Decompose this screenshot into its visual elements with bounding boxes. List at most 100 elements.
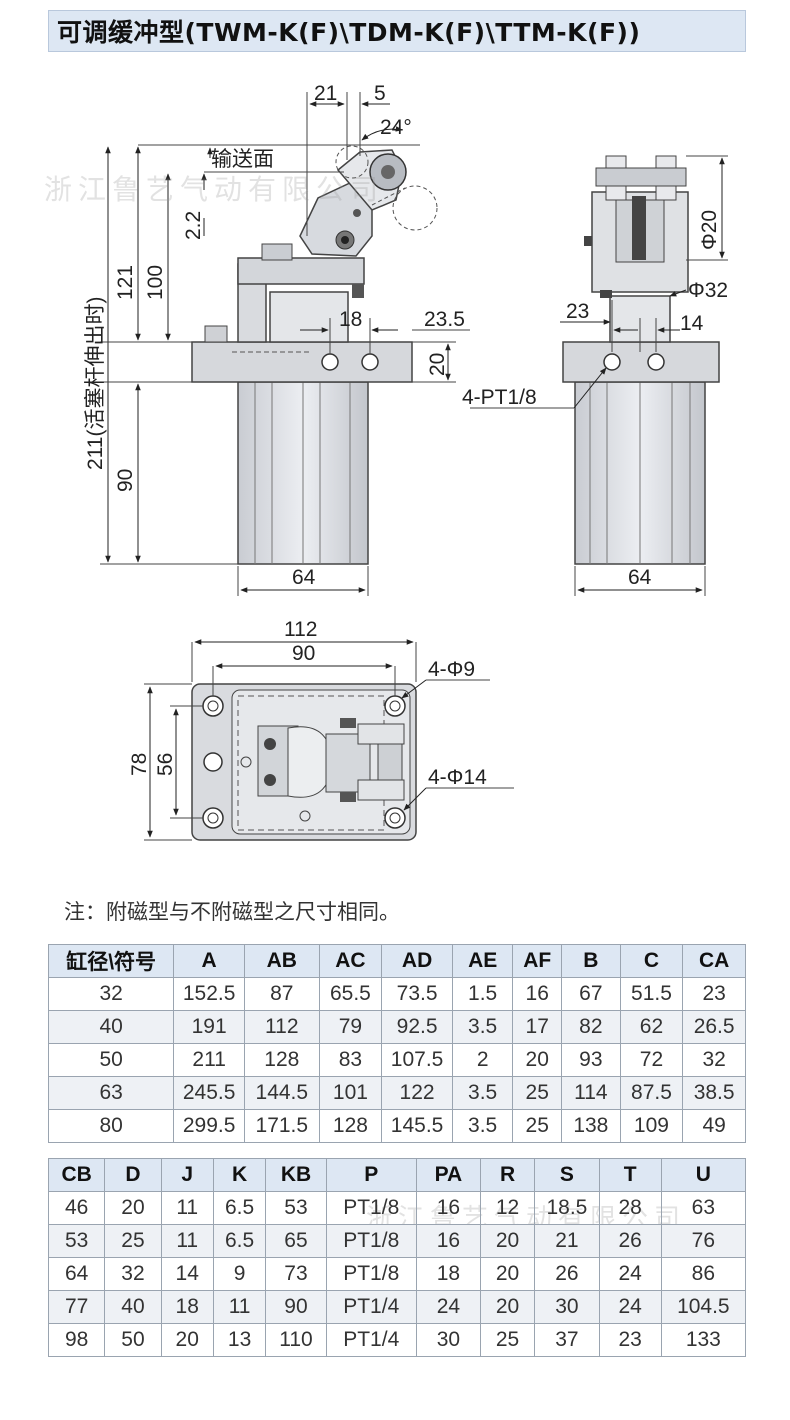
- table-cell: 3.5: [451, 1010, 514, 1044]
- table-cell: 14: [160, 1257, 214, 1291]
- column-header: PA: [415, 1158, 481, 1192]
- table-cell: 65.5: [318, 977, 383, 1011]
- dim-64-side: 64: [628, 566, 652, 589]
- table-cell: 53: [265, 1191, 327, 1225]
- dim-14: 14: [680, 312, 704, 335]
- table-cell: 26.5: [682, 1010, 746, 1044]
- table-cell: 93: [561, 1043, 621, 1077]
- table-cell: 67: [561, 977, 621, 1011]
- table-cell: 50: [47, 1043, 175, 1077]
- table-cell: 191: [173, 1010, 245, 1044]
- table-cell: 24: [598, 1290, 662, 1324]
- dim-23-5: 23.5: [424, 308, 465, 331]
- column-header: J: [160, 1158, 214, 1192]
- table-cell: 18: [415, 1257, 481, 1291]
- dim-121: 121: [114, 265, 137, 300]
- table-cell: 73: [265, 1257, 327, 1291]
- column-header: R: [479, 1158, 536, 1192]
- column-header: CA: [682, 944, 746, 978]
- table-cell: 16: [415, 1191, 481, 1225]
- table-cell: 11: [160, 1224, 214, 1258]
- table-cell: 1.5: [451, 977, 514, 1011]
- table-cell: 62: [619, 1010, 684, 1044]
- table-cell: 20: [512, 1043, 563, 1077]
- column-header: K: [212, 1158, 267, 1192]
- table-cell: 18: [160, 1290, 214, 1324]
- table-cell: 20: [479, 1257, 536, 1291]
- column-header: CB: [47, 1158, 106, 1192]
- table-cell: 25: [479, 1323, 536, 1357]
- dim-23: 23: [566, 300, 589, 323]
- table-cell: PT1/8: [325, 1224, 417, 1258]
- table-cell: 32: [47, 977, 175, 1011]
- column-header: P: [325, 1158, 417, 1192]
- dim-5: 5: [374, 82, 386, 105]
- table-cell: 128: [243, 1043, 320, 1077]
- table-cell: 25: [104, 1224, 162, 1258]
- table-cell: 65: [265, 1224, 327, 1258]
- table-cell: 112: [243, 1010, 320, 1044]
- table-cell: 86: [660, 1257, 747, 1291]
- table-cell: 104.5: [660, 1290, 747, 1324]
- table-cell: 11: [212, 1290, 267, 1324]
- table-cell: PT1/8: [325, 1191, 417, 1225]
- table-cell: 2: [451, 1043, 514, 1077]
- table-cell: 114: [561, 1076, 621, 1110]
- column-header: AD: [381, 944, 453, 978]
- table-cell: 20: [104, 1191, 162, 1225]
- column-header: AB: [243, 944, 320, 978]
- column-header: D: [104, 1158, 162, 1192]
- front-view: 21 5 24° 输送面 2.2 211(活塞杆伸出时) 121 100 90 …: [84, 82, 470, 596]
- table-cell: 92.5: [381, 1010, 453, 1044]
- table-cell: 211: [173, 1043, 245, 1077]
- table-cell: 40: [47, 1010, 175, 1044]
- table-cell: 63: [47, 1076, 175, 1110]
- table-cell: 73.5: [381, 977, 453, 1011]
- table-cell: 50: [104, 1323, 162, 1357]
- label-holes-4-phi9: 4-Φ9: [428, 658, 475, 681]
- dim-18: 18: [339, 308, 362, 331]
- table-cell: 109: [619, 1109, 684, 1143]
- table-cell: 37: [534, 1323, 600, 1357]
- table-cell: 245.5: [173, 1076, 245, 1110]
- table-cell: 138: [561, 1109, 621, 1143]
- column-header: KB: [265, 1158, 327, 1192]
- table-cell: 110: [265, 1323, 327, 1357]
- technical-drawing: 21 5 24° 输送面 2.2 211(活塞杆伸出时) 121 100 90 …: [84, 82, 728, 841]
- table-cell: 46: [47, 1191, 106, 1225]
- table-cell: 3.5: [451, 1109, 514, 1143]
- dim-112: 112: [284, 618, 317, 641]
- table-cell: 101: [318, 1076, 383, 1110]
- table-cell: 63: [660, 1191, 747, 1225]
- table-cell: 20: [160, 1323, 214, 1357]
- dim-24-degrees: 24°: [380, 116, 412, 139]
- dim-phi32: Φ32: [688, 279, 728, 302]
- table-cell: 171.5: [243, 1109, 320, 1143]
- table-cell: 23: [682, 977, 746, 1011]
- table-cell: PT1/4: [325, 1323, 417, 1357]
- label-ports-4-pt1-8: 4-PT1/8: [462, 386, 537, 409]
- table-cell: 152.5: [173, 977, 245, 1011]
- table-cell: 144.5: [243, 1076, 320, 1110]
- table-cell: 6.5: [212, 1224, 267, 1258]
- table-cell: 122: [381, 1076, 453, 1110]
- column-header: AF: [512, 944, 563, 978]
- table-cell: 64: [47, 1257, 106, 1291]
- table-cell: 24: [415, 1290, 481, 1324]
- table-cell: 24: [598, 1257, 662, 1291]
- table-cell: 6.5: [212, 1191, 267, 1225]
- table-cell: 13: [212, 1323, 267, 1357]
- table-cell: 98: [47, 1323, 106, 1357]
- table-cell: 49: [682, 1109, 746, 1143]
- table-cell: 90: [265, 1290, 327, 1324]
